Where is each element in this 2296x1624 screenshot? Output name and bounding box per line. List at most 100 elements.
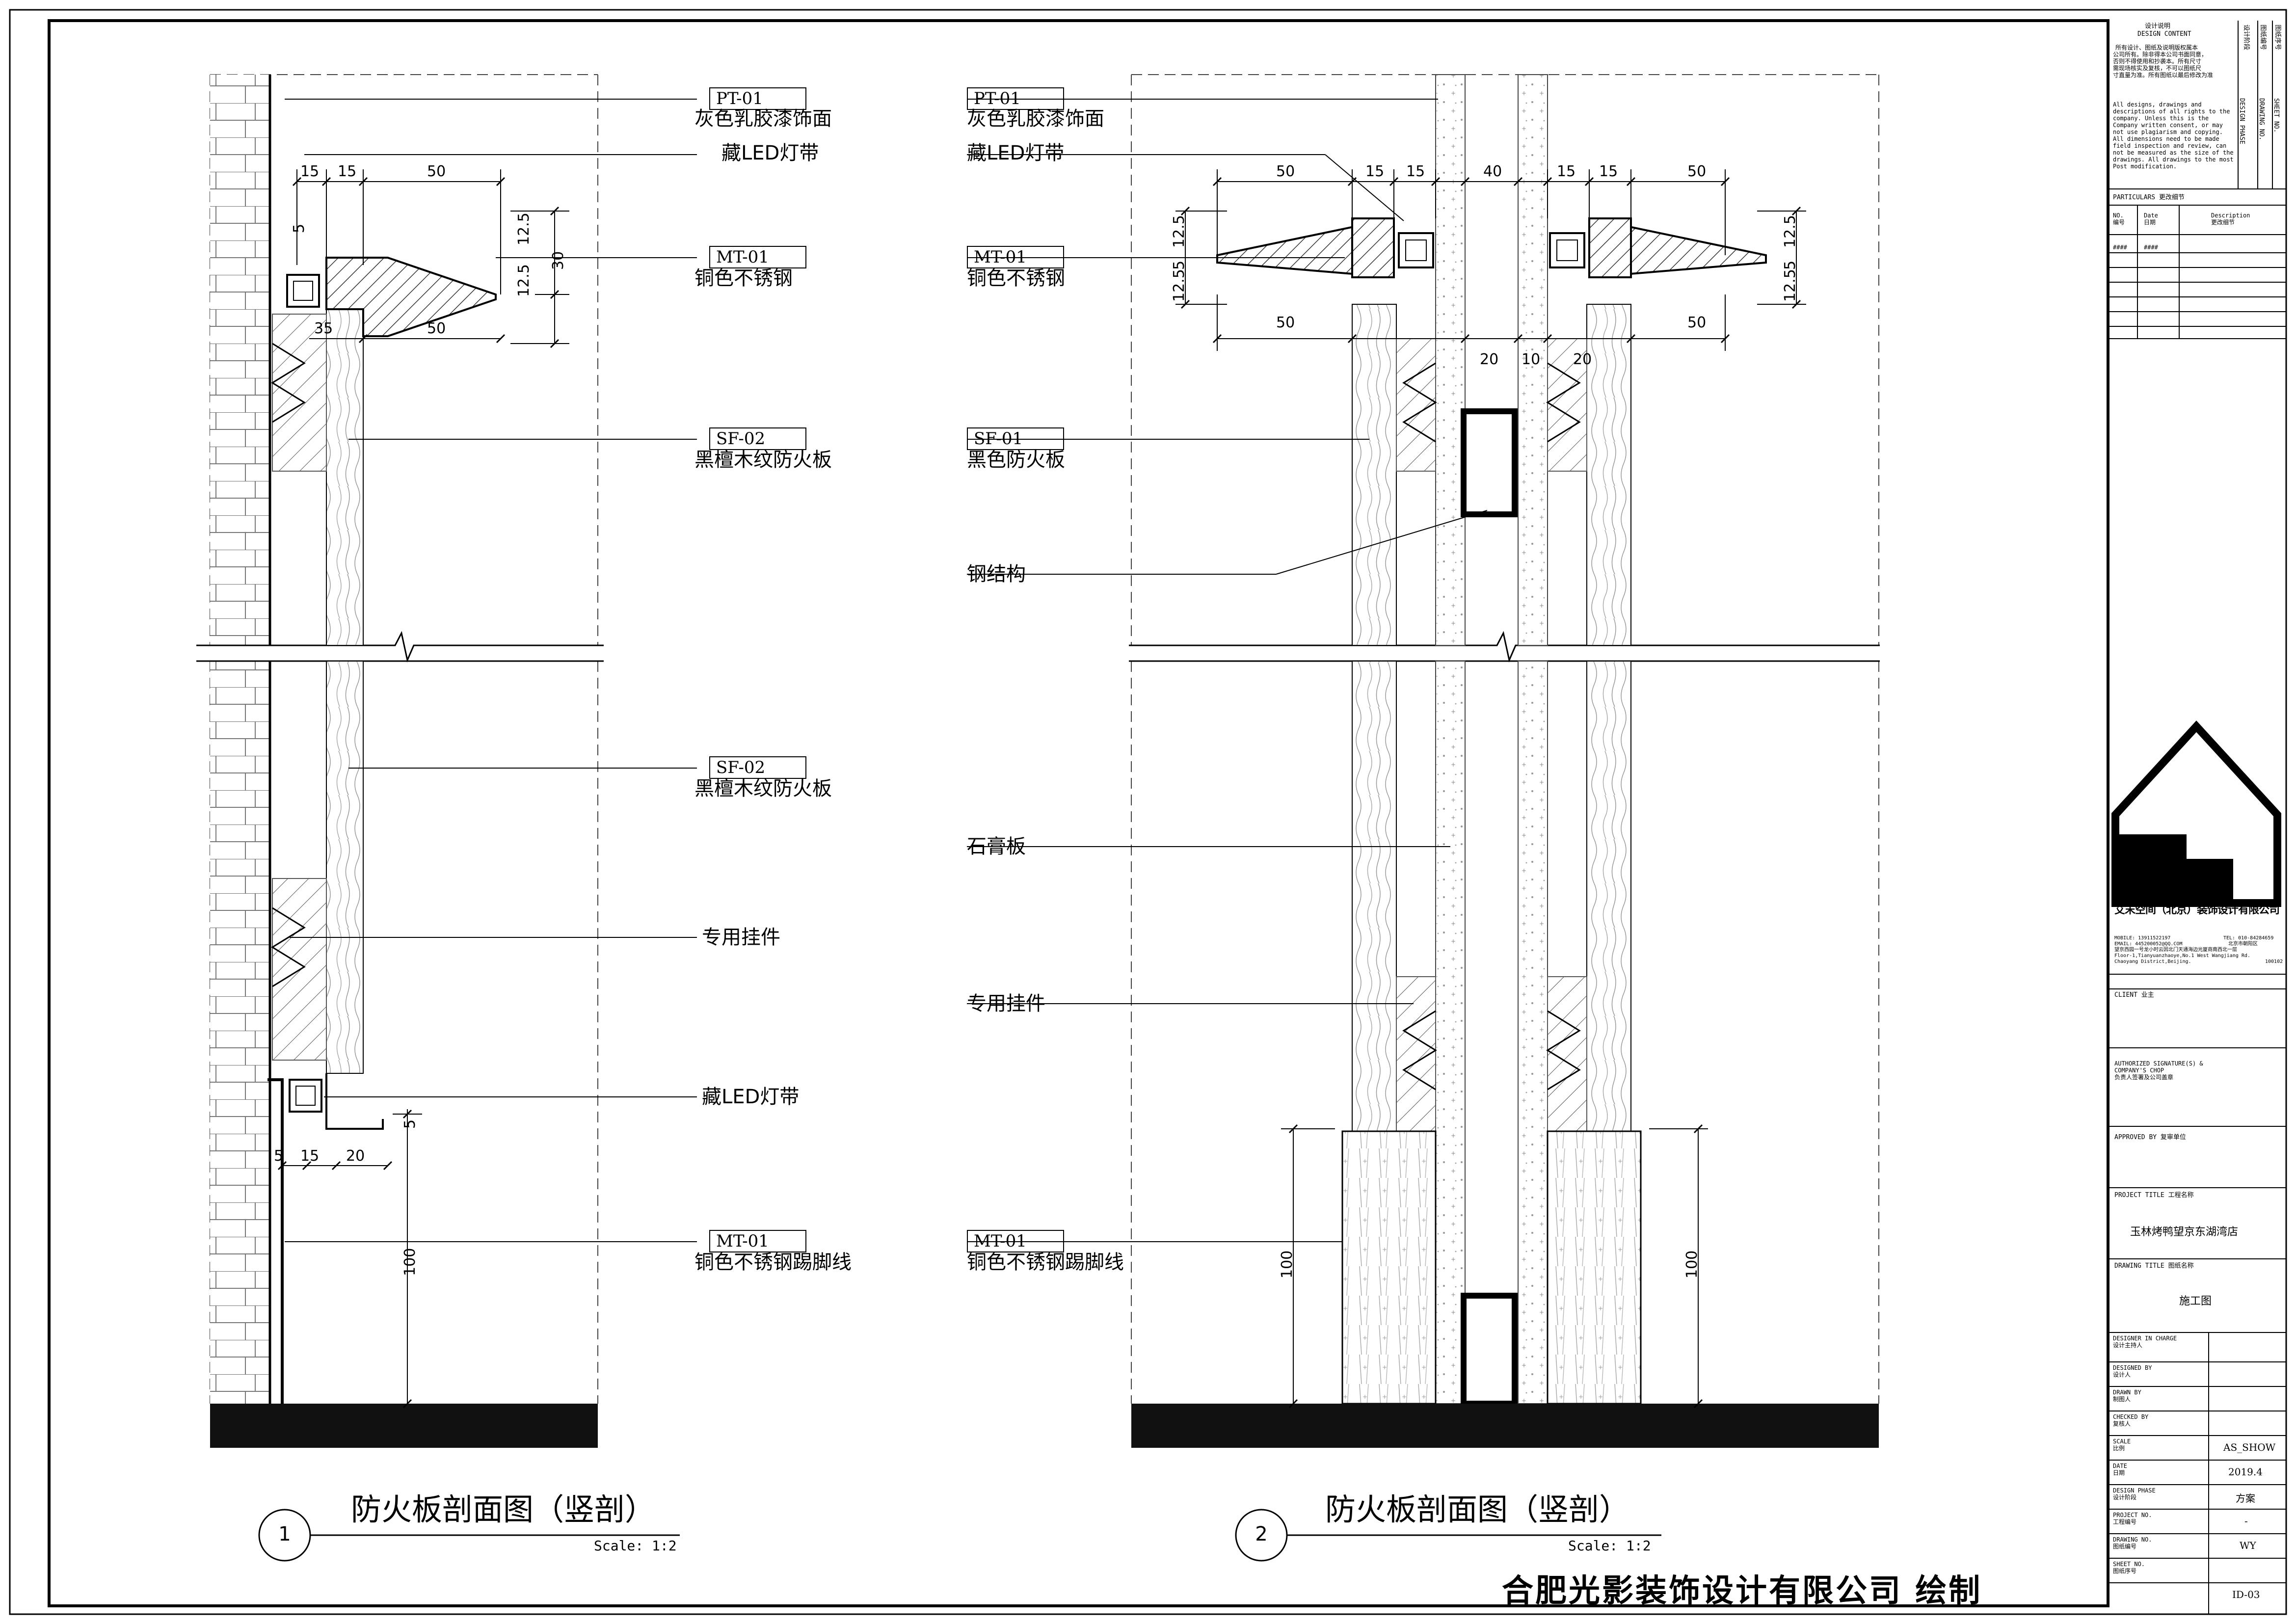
- tb-contact-4: 望京西园一号龙小时云因北门天通海边光厦商南西北一层: [2114, 947, 2237, 953]
- right-code-mt01: MT-01: [967, 246, 1064, 268]
- tb-row-value-8: WY: [2240, 1540, 2256, 1551]
- right-dim-lower-1: 20: [1480, 351, 1499, 368]
- tb-design-title: 设计说明: [2145, 23, 2171, 30]
- tb-side-col-0: 设计阶段: [2243, 25, 2250, 51]
- tb-row-en-2: DRAWN BY: [2113, 1389, 2141, 1396]
- right-dim-top-5: 15: [1599, 163, 1618, 180]
- left-dim-top-2: 50: [427, 163, 446, 180]
- tb-row-en-1: DESIGNED BY: [2113, 1364, 2152, 1371]
- left-label-ebony-a: 黑檀木纹防火板: [694, 449, 832, 471]
- right-dim-top-4: 15: [1557, 163, 1576, 180]
- left-code-mt01-b: MT-01: [709, 1230, 806, 1252]
- right-dim-side-1: 5: [1171, 260, 1188, 270]
- right-dimensions: [1175, 169, 1806, 1404]
- left-label-led-b: 藏LED灯带: [702, 1086, 800, 1108]
- tb-row-cn-1: 设计人: [2113, 1371, 2131, 1378]
- right-label-black: 黑色防火板: [967, 449, 1065, 471]
- tb-note-en-0: All designs, drawings and: [2113, 101, 2202, 108]
- left-section: [196, 74, 604, 1448]
- tb-rev-first-no: ####: [2113, 244, 2127, 251]
- company-logo: [2111, 720, 2281, 907]
- tb-rev-date: Date 日期: [2144, 212, 2158, 226]
- right-label-skirting: 铜色不锈钢踢脚线: [967, 1251, 1124, 1274]
- right-dim-foot-0: 100: [1279, 1250, 1296, 1278]
- tb-side-col-en-2: SHEET NO.: [2272, 98, 2280, 133]
- tb-drawing-title-label: DRAWING TITLE 图纸名称: [2114, 1262, 2194, 1270]
- left-dim-foot-1: 15: [300, 1147, 320, 1165]
- tb-particulars: PARTICULARS 更改细节: [2113, 194, 2185, 201]
- tb-note-en-8: drawings. All drawings to the most: [2113, 156, 2234, 163]
- tb-row-value-7: -: [2244, 1515, 2248, 1527]
- left-dimensions: [282, 169, 569, 1404]
- tb-note-en-5: All dimensions need to be made: [2113, 135, 2219, 142]
- left-view-scale: Scale: 1:2: [594, 1538, 677, 1554]
- tb-row-cn-3: 复核人: [2113, 1420, 2131, 1427]
- left-dim-foot-4: 100: [401, 1248, 419, 1276]
- tb-side-col-2: 图纸序号: [2274, 25, 2281, 51]
- left-label-hanger: 专用挂件: [702, 926, 780, 949]
- tb-authorized-0: AUTHORIZED SIGNATURE(S) &: [2114, 1060, 2203, 1067]
- left-code-pt01: PT-01: [709, 87, 806, 110]
- right-section: [1129, 74, 1880, 1448]
- tb-contact-1: TEL: 010-84284659: [2223, 935, 2274, 941]
- tb-row-cn-6: 设计阶段: [2113, 1494, 2137, 1501]
- tb-note-en-2: company. Unless this is the: [2113, 115, 2209, 122]
- tb-note-en-1: descriptions of all rights to the: [2113, 108, 2230, 115]
- tb-contact-2: EMAIL: 445200052@QQ.COM: [2114, 941, 2183, 947]
- left-dim-lower-1: 50: [427, 320, 446, 337]
- tb-note-cn-4: 寸直量为准。所有图纸以最后修改为准: [2113, 72, 2214, 79]
- left-label-ebony-b: 黑檀木纹防火板: [694, 777, 832, 800]
- tb-note-cn-3: 需现场核实及复核，不可以图纸尺: [2113, 65, 2202, 72]
- tb-row-en-6: DESIGN PHASE: [2113, 1487, 2156, 1494]
- left-code-sf02-a: SF-02: [709, 427, 806, 450]
- right-code-pt01: PT-01: [967, 87, 1064, 110]
- left-dim-foot-0: 5: [274, 1147, 284, 1165]
- left-code-mt01: MT-01: [709, 246, 806, 268]
- tb-authorized-2: 负责人签署及公司盖章: [2114, 1074, 2174, 1081]
- left-view-title: 防火板剖面图（竖剖）: [351, 1491, 656, 1527]
- right-leaders: [967, 99, 1488, 1242]
- tb-row-cn-7: 工程编号: [2113, 1518, 2137, 1525]
- tb-row-en-8: DRAWING NO.: [2113, 1536, 2152, 1543]
- tb-row-value-4: AS_SHOW: [2223, 1441, 2276, 1453]
- tb-note-en-3: Company written consent, or may: [2113, 122, 2223, 129]
- tb-row-en-0: DESIGNER IN CHARGE: [2113, 1335, 2177, 1342]
- tb-drawing-title: 施工图: [2179, 1295, 2212, 1307]
- right-code-sf01: SF-01: [967, 427, 1064, 450]
- left-label-skirting: 铜色不锈钢踢脚线: [694, 1251, 852, 1274]
- tb-row-en-3: CHECKED BY: [2113, 1413, 2149, 1420]
- tb-note-en-7: not be measured as the size of the: [2113, 149, 2234, 156]
- right-view-scale: Scale: 1:2: [1568, 1538, 1651, 1554]
- right-label-steel: 钢结构: [967, 563, 1026, 586]
- tb-row-en-4: SCALE: [2113, 1438, 2131, 1445]
- tb-row-en-7: PROJECT NO.: [2113, 1512, 2152, 1518]
- right-label-led: 藏LED灯带: [967, 142, 1065, 164]
- tb-row-cn-0: 设计主持人: [2113, 1342, 2143, 1349]
- tb-row-value-5: 2019.4: [2228, 1466, 2263, 1478]
- tb-row-cn-8: 图纸编号: [2113, 1543, 2137, 1550]
- right-view-number: 2: [1255, 1523, 1268, 1545]
- sheet-border: [9, 9, 2287, 1615]
- left-dim-top-0: 15: [300, 163, 320, 180]
- tb-note-en-6: field inspection and review, can: [2113, 142, 2227, 149]
- tb-rev-no: NO. 编号: [2113, 212, 2125, 226]
- tb-rev-desc: Description 更改细节: [2211, 212, 2250, 226]
- title-block-lines: [2108, 21, 2286, 1614]
- tb-side-col-en-1: DRAWING NO.: [2258, 98, 2265, 141]
- left-label-paint: 灰色乳胶漆饰面: [694, 107, 832, 130]
- tb-contact-0: MOBILE: 13911522197: [2114, 935, 2171, 941]
- tb-approved: APPROVED BY 复审单位: [2114, 1134, 2186, 1141]
- left-dim-side-1: 12.5: [515, 213, 533, 245]
- tb-contact-3: 北京市朝阳区: [2228, 941, 2258, 947]
- right-dim-foot-1: 100: [1683, 1250, 1701, 1278]
- tb-company-name: 艾末空间（北京）装饰设计有限公司: [2114, 904, 2280, 916]
- tb-side-col-en-0: DESIGN PHASE: [2238, 98, 2245, 144]
- tb-row-cn-9: 图纸序号: [2113, 1568, 2137, 1574]
- tb-row-cn-5: 日期: [2113, 1469, 2125, 1476]
- right-dim-side-0: 12.5: [1171, 215, 1188, 248]
- right-dim-lower-2: 10: [1522, 351, 1541, 368]
- tb-contact-7: 100102: [2265, 959, 2283, 964]
- right-view-title: 防火板剖面图（竖剖）: [1325, 1491, 1630, 1527]
- right-dim-side-2: 12.5: [1171, 269, 1188, 302]
- right-dim-top-1: 15: [1365, 163, 1385, 180]
